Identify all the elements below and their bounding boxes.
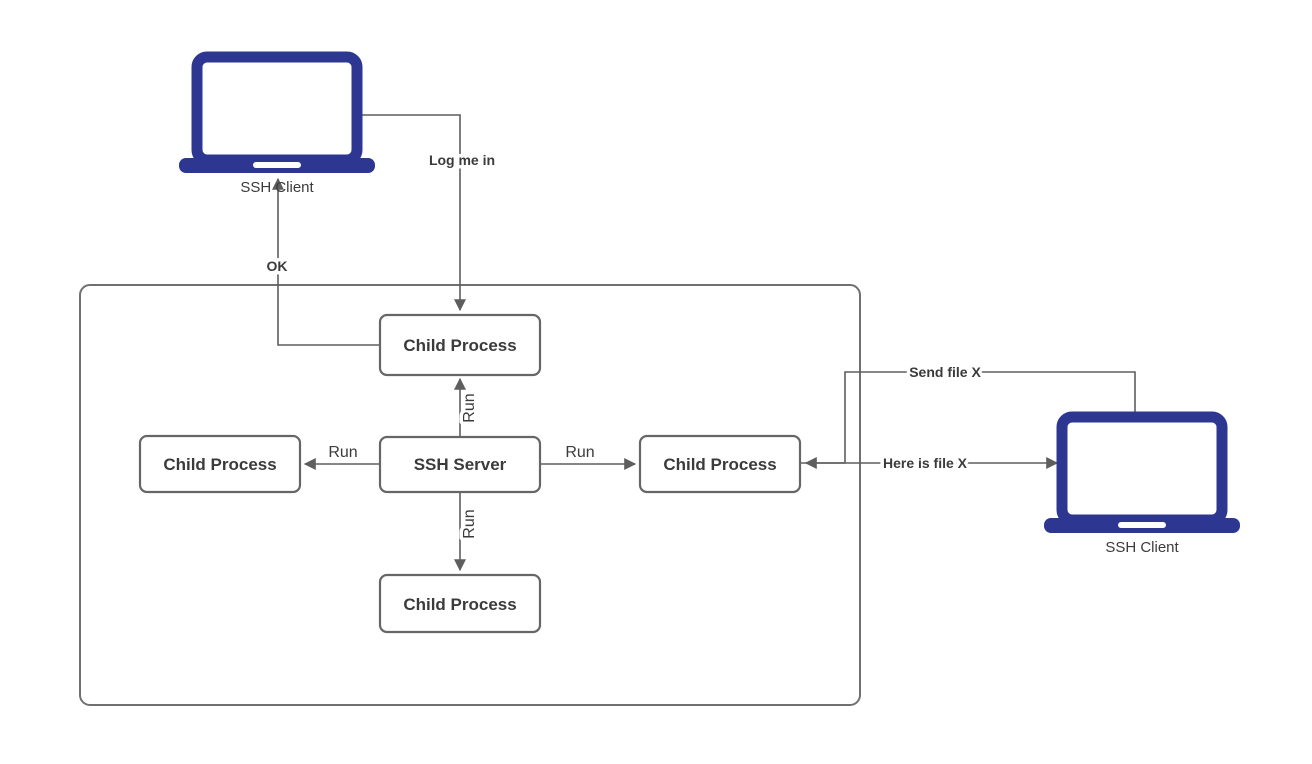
node-child-process-right-box [638,434,802,494]
node-child-process-right: Child Process [638,434,802,494]
edge-label-ok: OK [267,258,288,274]
node-child-process-left-box [138,434,302,494]
node-child-process-top-label: Child Process [403,336,516,355]
laptop-icon-right: SSH Client [1044,411,1240,556]
edge-label-run-bottom: Run [461,509,478,538]
node-child-process-top-box [378,313,542,377]
edge-label-run-top: Run [461,393,478,422]
edge-log-me-in [357,114,466,312]
client-right-label: SSH Client [1105,539,1179,556]
edge-label-run-right: Run [565,444,594,461]
edge-label-log-me-in: Log me in [429,152,495,168]
server-boundary-box [79,284,861,706]
node-child-process-bottom-label: Child Process [403,595,516,614]
node-child-process-top: Child Process [378,313,542,377]
edge-label-send-file-x: Send file X [909,364,981,380]
laptop-screen-icon [1056,411,1228,526]
node-child-process-bottom-box [378,573,542,634]
edge-label-run-left: Run [328,444,357,461]
node-child-process-left: Child Process [138,434,302,494]
node-ssh-server-box [378,435,542,494]
edge-ok [272,177,380,346]
node-child-process-left-label: Child Process [163,455,276,474]
laptop-slot-icon [253,162,301,168]
node-child-process-bottom: Child Process [378,573,542,634]
client-left-label: SSH Client [240,179,314,196]
laptop-icon-left: SSH Client [179,51,375,196]
node-ssh-server: SSH Server [378,435,542,494]
laptop-screen-icon [191,51,363,166]
edge-label-here-is-file-x: Here is file X [883,455,968,471]
node-ssh-server-label: SSH Server [414,455,507,474]
laptop-slot-icon [1118,522,1166,528]
node-child-process-right-label: Child Process [663,455,776,474]
